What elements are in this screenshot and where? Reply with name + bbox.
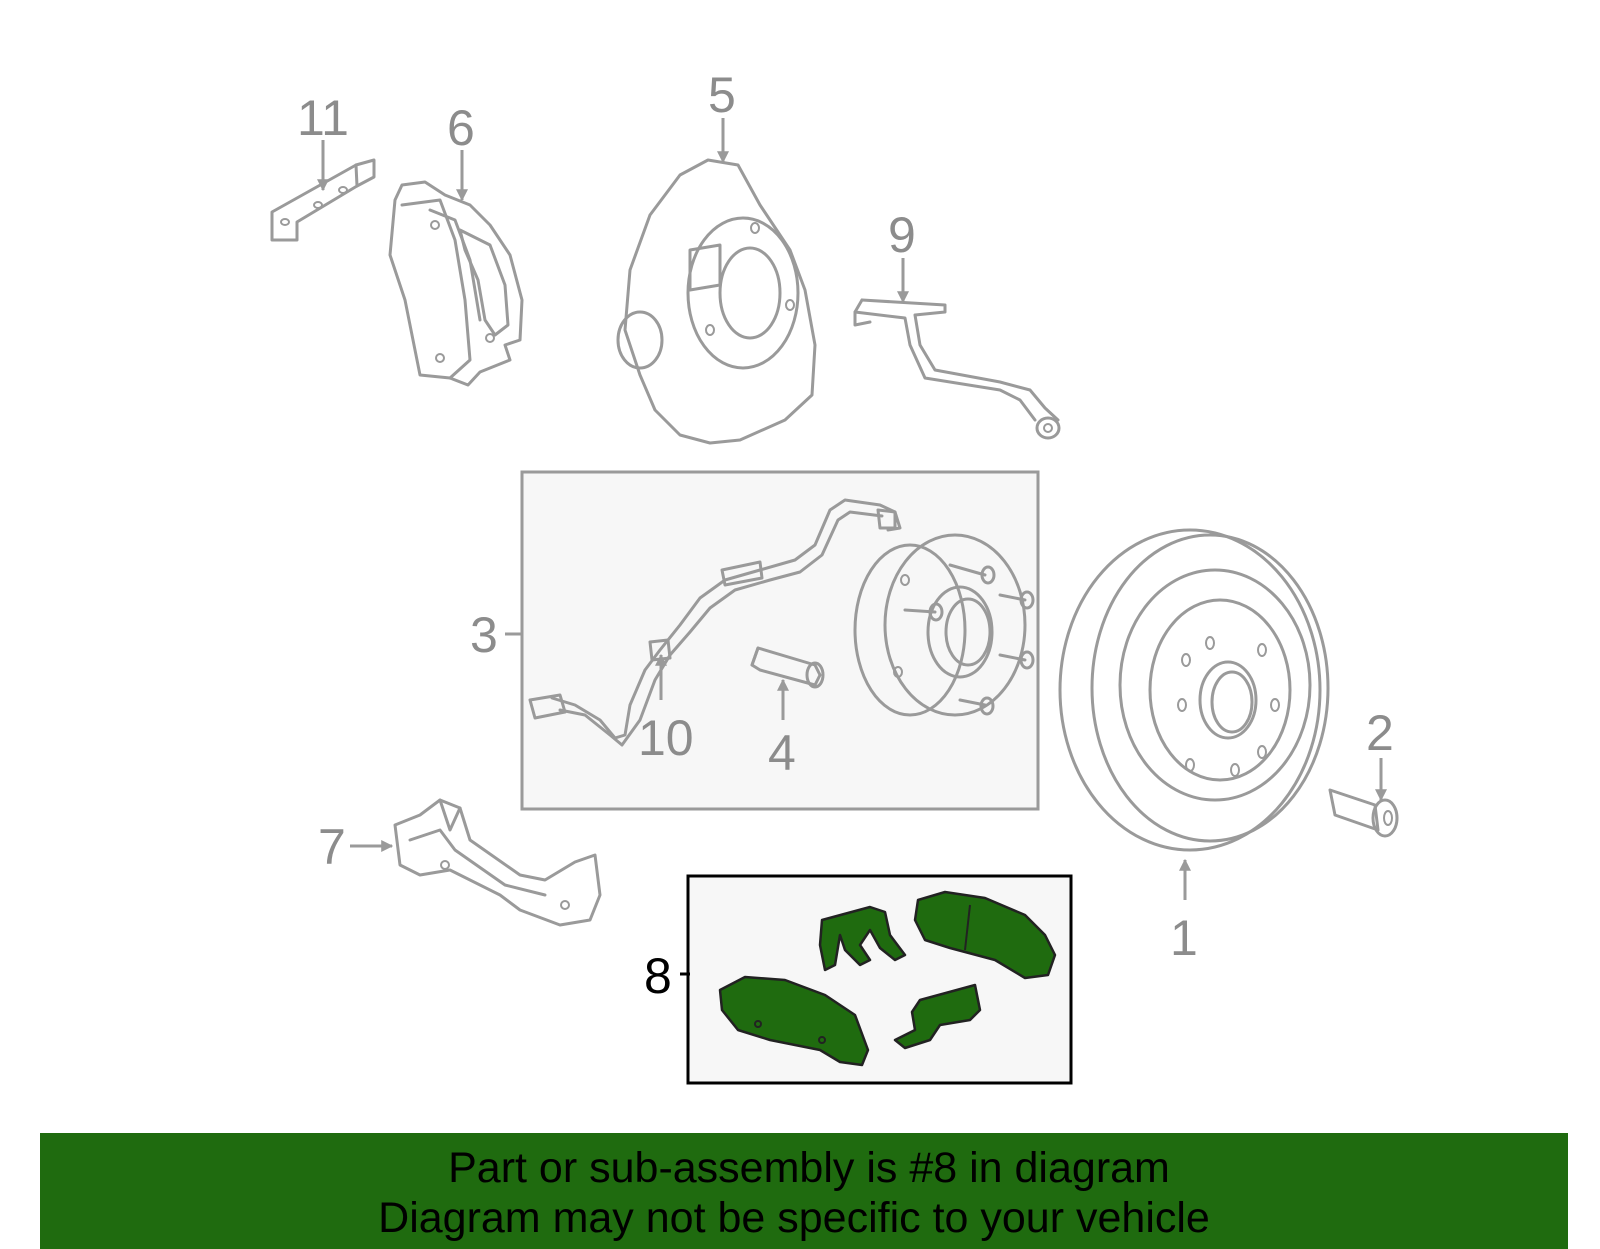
footer-banner: Part or sub-assembly is #8 in diagram Di… <box>40 1133 1568 1249</box>
part-1-rotor <box>1058 528 1330 852</box>
callout-4: 4 <box>768 725 796 781</box>
callout-9: 9 <box>888 207 916 263</box>
callout-1: 1 <box>1170 910 1198 966</box>
footer-line-2: Diagram may not be specific to your vehi… <box>378 1194 1210 1242</box>
part-11-bracket <box>270 158 376 242</box>
callout-6: 6 <box>447 100 475 156</box>
callout-8: 8 <box>644 948 672 1004</box>
pad-clip-upper <box>818 905 907 972</box>
callout-3: 3 <box>470 607 498 663</box>
part-8-brake-pads <box>718 890 1057 1067</box>
part-3-hub-bearing <box>853 533 1035 717</box>
part-2-bolt <box>1328 788 1399 838</box>
callout-5: 5 <box>708 67 736 123</box>
callout-2: 2 <box>1366 705 1394 761</box>
callout-7: 7 <box>318 819 346 875</box>
part-3-box <box>520 470 1040 811</box>
part-9-brake-hose <box>853 298 1061 440</box>
part-5-splash-shield <box>616 158 817 445</box>
footer-line-1: Part or sub-assembly is #8 in diagram <box>448 1144 1170 1192</box>
part-7-caliper-bracket <box>393 798 602 927</box>
pad-clip-lower <box>893 983 982 1050</box>
callout-10: 10 <box>638 710 694 766</box>
part-10-wheel-speed-sensor-wire <box>528 498 902 747</box>
part-6-caliper <box>388 180 524 387</box>
brake-pad-right <box>913 890 1057 980</box>
part-4-wheel-stud <box>750 646 825 689</box>
callout-11: 11 <box>297 90 349 146</box>
brake-pad-left <box>718 975 870 1067</box>
